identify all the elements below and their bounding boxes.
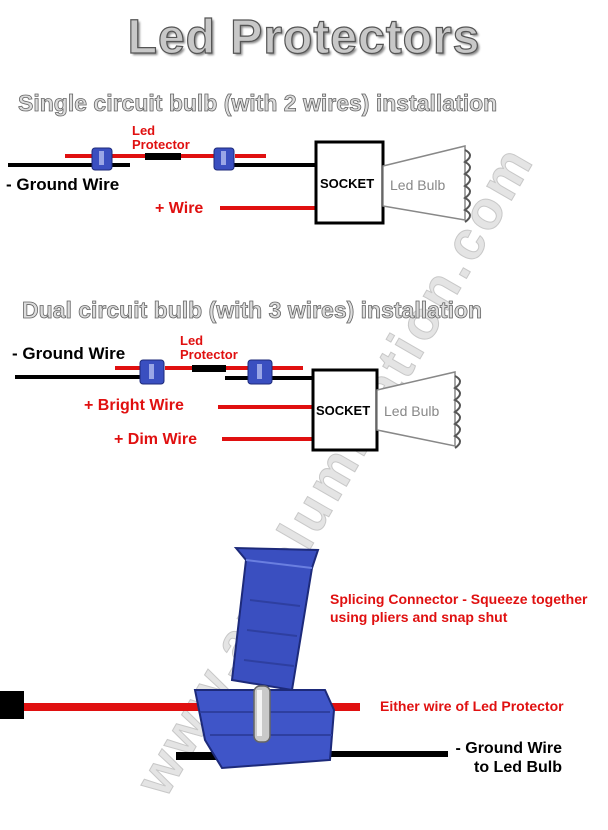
dual-connector-2 <box>247 359 273 385</box>
single-circuit-heading: Single circuit bulb (with 2 wires) insta… <box>18 90 498 117</box>
dual-dim-wire-label: + Dim Wire <box>114 431 197 448</box>
dual-socket-label: SOCKET <box>316 403 371 418</box>
dual-protector-label-line2: Protector <box>180 347 238 362</box>
dual-connector-1 <box>139 359 165 385</box>
connector-ground-label: - Ground Wire to Led Bulb <box>454 739 562 777</box>
single-bulb-label: Led Bulb <box>390 177 446 193</box>
single-plus-wire-label: + Wire <box>155 200 204 217</box>
dual-led-bulb <box>376 371 461 449</box>
single-connector-1 <box>91 147 113 171</box>
single-protector-module <box>145 153 181 160</box>
either-wire-label: Either wire of Led Protector <box>380 698 564 714</box>
single-protector-label-line1: Led <box>132 123 156 138</box>
dual-socket <box>311 368 379 452</box>
connector-red-wire-end <box>0 691 24 719</box>
dual-protector-label: Led Protector <box>180 334 238 362</box>
connector-ground-label-line2: to Led Bulb <box>474 759 562 776</box>
dual-protector-module <box>192 365 226 372</box>
single-led-bulb <box>382 145 471 223</box>
dual-bright-wire-label: + Bright Wire <box>84 397 184 414</box>
dual-ground-wire-label: - Ground Wire <box>12 344 126 363</box>
single-protector-label-line2: Protector <box>132 137 190 152</box>
single-protector-label: Led Protector <box>132 124 190 152</box>
splicing-connector-body <box>193 685 336 770</box>
splicing-connector-note: Splicing Connector - Squeeze together us… <box>330 591 588 625</box>
dual-protector-label-line1: Led <box>180 333 204 348</box>
splicing-connector-lid <box>230 546 320 692</box>
page-title: Led Protectors <box>127 10 481 64</box>
single-connector-2 <box>213 147 235 171</box>
dual-bulb-label: Led Bulb <box>384 403 440 419</box>
single-socket-label: SOCKET <box>320 176 375 191</box>
dual-circuit-heading: Dual circuit bulb (with 3 wires) install… <box>22 297 483 324</box>
connector-ground-label-line1: - Ground Wire <box>455 740 562 757</box>
single-ground-wire-label: - Ground Wire <box>6 175 120 194</box>
